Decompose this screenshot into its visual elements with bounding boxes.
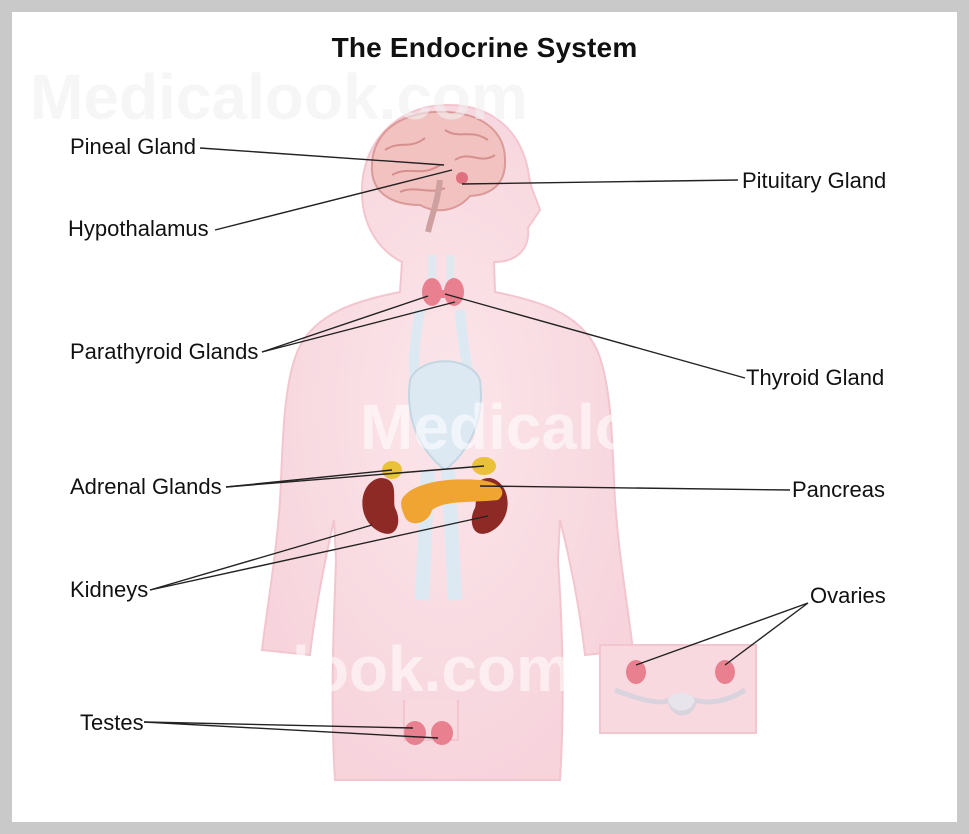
thyroid-leader [444,293,746,379]
label-pituitary-gland: Pituitary Gland [742,168,887,193]
label-thyroid-gland: Thyroid Gland [746,365,885,390]
watermark-bottom: Medicalook.com [75,633,573,705]
label-pancreas: Pancreas [792,477,885,502]
kidneys-leader-1 [149,524,373,591]
watermark-top: Medicalook.com [30,61,528,133]
kidneys-leader-2 [149,515,489,591]
label-parathyroid-glands: Parathyroid Glands [70,339,259,364]
pineal-leader [199,147,445,166]
ovaries-inset [599,644,757,734]
hypothalamus-leader [214,169,453,231]
ovaries-leader-1 [635,602,809,666]
watermark-middle: Medicalook.com [360,391,858,463]
testes-leader-1 [143,721,414,729]
label-testes: Testes [80,710,144,735]
label-hypothalamus: Hypothalamus [68,216,209,241]
parathyroid-leader-2 [261,301,456,353]
brain-illustration [370,110,507,233]
pancreas-leader [479,485,791,491]
label-ovaries: Ovaries [810,583,886,608]
testes-illustration [403,700,459,745]
diagram-title: The Endocrine System [331,32,638,63]
adrenal-leader-2 [225,465,485,488]
pituitary-leader [461,179,739,185]
parathyroid-leader-1 [261,295,429,353]
leader-lines [143,147,809,739]
pancreas-illustration [401,479,503,524]
label-kidneys: Kidneys [70,577,149,602]
testes-leader-2 [143,721,439,739]
label-pineal-gland: Pineal Gland [70,134,196,159]
ovaries-leader-2 [724,602,809,666]
label-adrenal-glands: Adrenal Glands [70,474,222,499]
thyroid-illustration [422,278,464,306]
